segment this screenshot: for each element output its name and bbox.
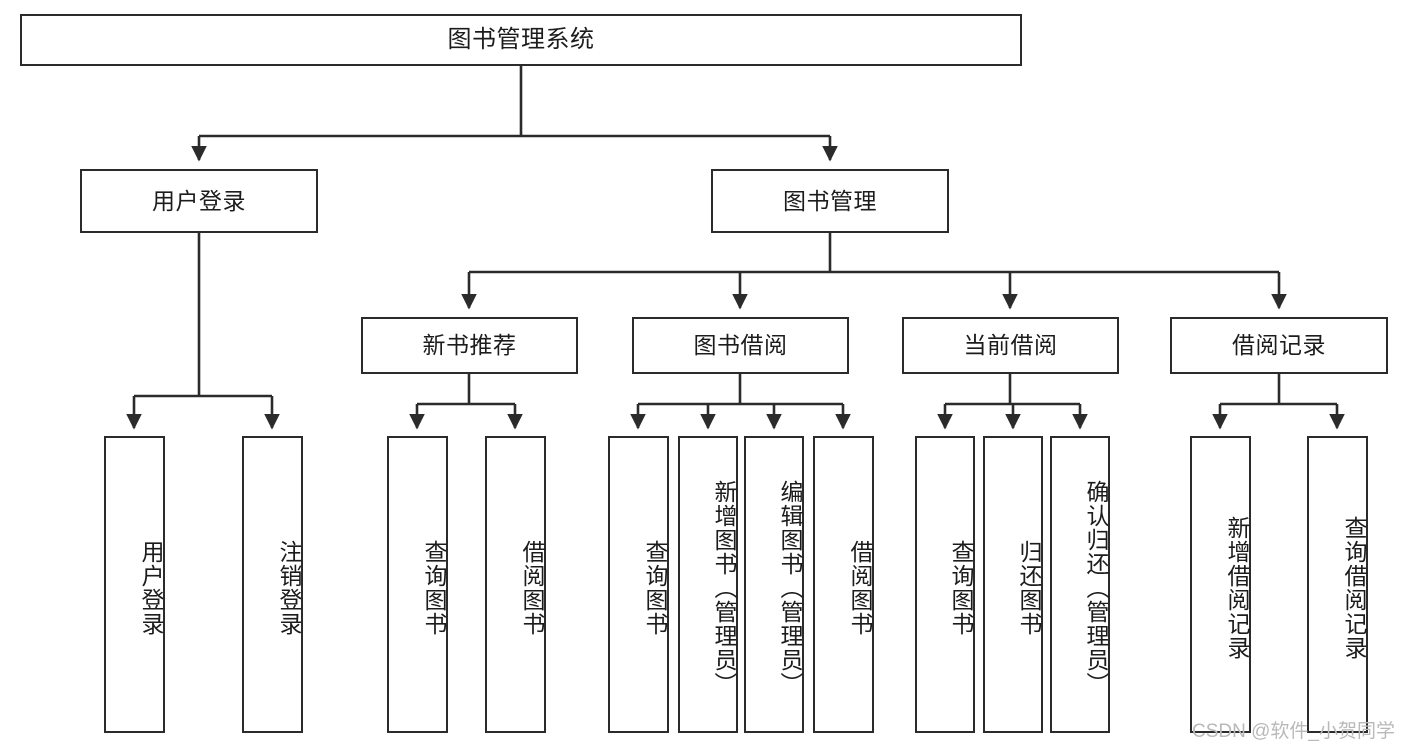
node-new-book-recommend[interactable]: 新书推荐 <box>361 317 578 374</box>
node-user-login[interactable]: 用户登录 <box>80 169 318 233</box>
node-root[interactable]: 图书管理系统 <box>20 14 1022 66</box>
node-leaf-edit-book[interactable]: 编辑图书（管理员） <box>744 436 804 733</box>
node-leaf-query-book-current[interactable]: 查询图书 <box>915 436 975 733</box>
node-book-management[interactable]: 图书管理 <box>711 169 949 233</box>
node-leaf-user-login[interactable]: 用户登录 <box>104 436 165 733</box>
node-current-borrow[interactable]: 当前借阅 <box>902 317 1119 374</box>
node-leaf-logout[interactable]: 注销登录 <box>242 436 303 733</box>
node-leaf-confirm-return[interactable]: 确认归还（管理员） <box>1050 436 1110 733</box>
node-leaf-query-book-borrow[interactable]: 查询图书 <box>608 436 669 733</box>
node-leaf-return-book[interactable]: 归还图书 <box>983 436 1043 733</box>
node-leaf-borrow-book[interactable]: 借阅图书 <box>813 436 874 733</box>
node-leaf-query-book-recommend[interactable]: 查询图书 <box>387 436 448 733</box>
node-leaf-query-borrow-record[interactable]: 查询借阅记录 <box>1307 436 1368 733</box>
node-book-borrow[interactable]: 图书借阅 <box>632 317 849 374</box>
node-leaf-add-borrow-record[interactable]: 新增借阅记录 <box>1190 436 1251 733</box>
node-leaf-borrow-book-recommend[interactable]: 借阅图书 <box>485 436 546 733</box>
node-leaf-add-book[interactable]: 新增图书（管理员） <box>678 436 738 733</box>
node-borrow-record[interactable]: 借阅记录 <box>1170 317 1388 374</box>
